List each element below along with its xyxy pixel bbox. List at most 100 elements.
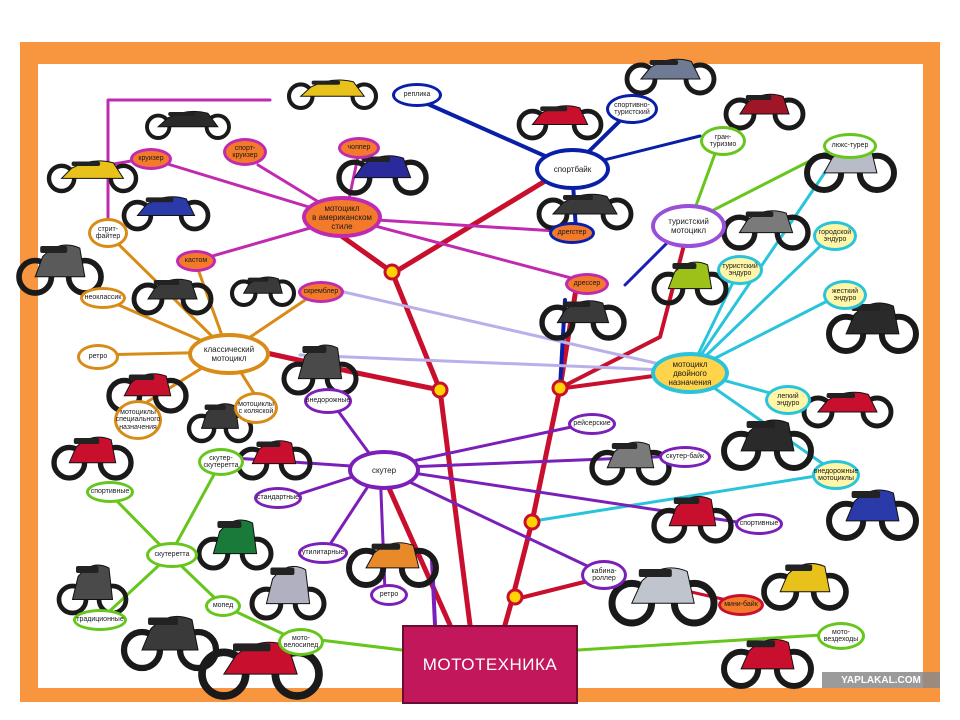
- bike-body: [136, 196, 196, 217]
- node-label: скутер-байк: [665, 453, 705, 461]
- central-title-text: МОТОТЕХНИКА: [422, 654, 558, 674]
- street-fighter-photo: [46, 160, 139, 194]
- junction-right-mid: [551, 379, 569, 397]
- bike-seat: [73, 438, 100, 444]
- bike-body: [738, 210, 794, 234]
- edge-sc-sc: [168, 458, 224, 557]
- node-offroad-scooter: внедорожные: [304, 388, 352, 414]
- node-lux-tourer: люкс-турер: [823, 133, 877, 159]
- node-label: ретро: [88, 353, 108, 361]
- node-label: дрегстер: [557, 229, 587, 237]
- edge-american-dresser: [343, 216, 592, 285]
- node-label: спортивные: [90, 488, 130, 496]
- classic-photo: [131, 278, 214, 316]
- node-label: спортивные: [739, 520, 779, 528]
- node-label: мотоциклы специального назначения: [115, 408, 161, 431]
- node-label: спортбайк: [553, 164, 592, 174]
- tourist-moto-photo: [721, 210, 811, 251]
- node-sport-tourist: спортивно- туристский: [606, 94, 658, 124]
- bike-seat: [302, 346, 327, 353]
- replika-photo: [286, 79, 379, 111]
- bike-body: [299, 79, 366, 97]
- node-label: городской эндуро: [818, 228, 852, 244]
- bike-seat: [649, 60, 679, 65]
- bike-seat: [563, 301, 591, 307]
- node-label: мото- велосипед: [283, 634, 319, 650]
- node-moped: мопед: [205, 595, 241, 617]
- node-standard: стандартные: [254, 487, 302, 509]
- node-chopper: чоппер: [338, 137, 380, 159]
- cruiser-photo: [145, 110, 231, 140]
- bike-body: [365, 542, 420, 569]
- node-label: внедорожные: [305, 397, 351, 405]
- bike-seat: [673, 497, 700, 504]
- node-dragster: дрегстер: [549, 222, 595, 244]
- edge-scooter-dual: [298, 353, 692, 373]
- node-custom: кастом: [176, 250, 216, 272]
- bike-seat: [611, 443, 638, 449]
- bike-seat: [745, 95, 772, 100]
- node-city-enduro: городской эндуро: [813, 221, 857, 251]
- standard-scooter-photo: [196, 519, 274, 571]
- node-label: ретро: [379, 591, 399, 599]
- edge-street-fighter-frame: [106, 98, 272, 232]
- trunk-tourist: [558, 220, 692, 390]
- bike-seat: [256, 441, 281, 447]
- node-sidecar: мотоциклы с коляской: [234, 392, 278, 424]
- chopper-photo: [336, 155, 429, 196]
- node-label: гран- туризмо: [709, 133, 737, 149]
- trunk-scooter: [377, 465, 453, 628]
- node-mini-bike: мини-байк: [718, 594, 764, 616]
- node-label: скутеретта: [154, 551, 190, 559]
- node-scooterette: скутеретта: [146, 542, 198, 568]
- bike-seat: [128, 374, 155, 380]
- bike-body: [147, 278, 198, 300]
- bike-body: [212, 519, 258, 555]
- bike-body: [71, 564, 114, 600]
- bike-seat: [204, 404, 226, 410]
- atv-photo: [721, 638, 814, 689]
- node-neoclassic: неоклассик: [80, 287, 126, 309]
- node-label: традиционные: [76, 616, 124, 624]
- node-label: реплика: [403, 91, 431, 99]
- trunk-retro-scooter: [430, 558, 437, 627]
- node-scooter: скутер: [348, 450, 420, 490]
- node-label: круизер: [138, 155, 164, 163]
- bike-body: [739, 93, 790, 115]
- cabin-photo: [608, 567, 718, 627]
- dresser-photo: [539, 300, 627, 341]
- node-replika: реплика: [392, 83, 442, 107]
- node-retro-classic: ретро: [77, 344, 119, 370]
- light-enduro-photo: [801, 391, 894, 429]
- node-label: стрит- файтер: [95, 225, 121, 241]
- edge-motovelo-title: [318, 638, 404, 652]
- utility-photo: [346, 542, 439, 588]
- moped-photo: [120, 615, 220, 672]
- bike-seat: [145, 197, 174, 203]
- bike-seat: [563, 195, 593, 200]
- bike-body: [531, 105, 589, 126]
- central-title: МОТОТЕХНИКА: [402, 625, 578, 704]
- node-utility: утилитарные: [298, 542, 348, 564]
- sport-tourist-photo: [516, 105, 604, 141]
- node-light-enduro: легкий эндуро: [765, 385, 811, 415]
- node-motovelo: мото- велосипед: [278, 628, 324, 656]
- node-label: туристский мотоцикл: [668, 217, 709, 235]
- edge-city-enduro: [688, 230, 837, 373]
- node-gran-turismo: гран- туризмо: [700, 126, 746, 156]
- node-label: мотоцикл в американском стиле: [312, 203, 372, 231]
- bike-body: [156, 110, 219, 128]
- custom-photo: [121, 196, 211, 232]
- node-label: жесткий эндуро: [831, 287, 859, 303]
- hard-enduro-photo: [826, 302, 919, 354]
- node-sport-scooter: спортивные: [735, 513, 783, 535]
- bike-seat: [745, 211, 774, 217]
- node-dresser: дрессер: [565, 273, 609, 295]
- node-cruiser: круизер: [130, 148, 172, 170]
- node-label: мопед: [212, 602, 234, 610]
- edge-streambler-dual: [333, 288, 692, 373]
- scooterette-sc-photo: [51, 436, 134, 481]
- tourist-enduro-photo: [651, 261, 729, 306]
- node-label: спортивно- туристский: [614, 101, 650, 117]
- node-label: чоппер: [347, 144, 371, 152]
